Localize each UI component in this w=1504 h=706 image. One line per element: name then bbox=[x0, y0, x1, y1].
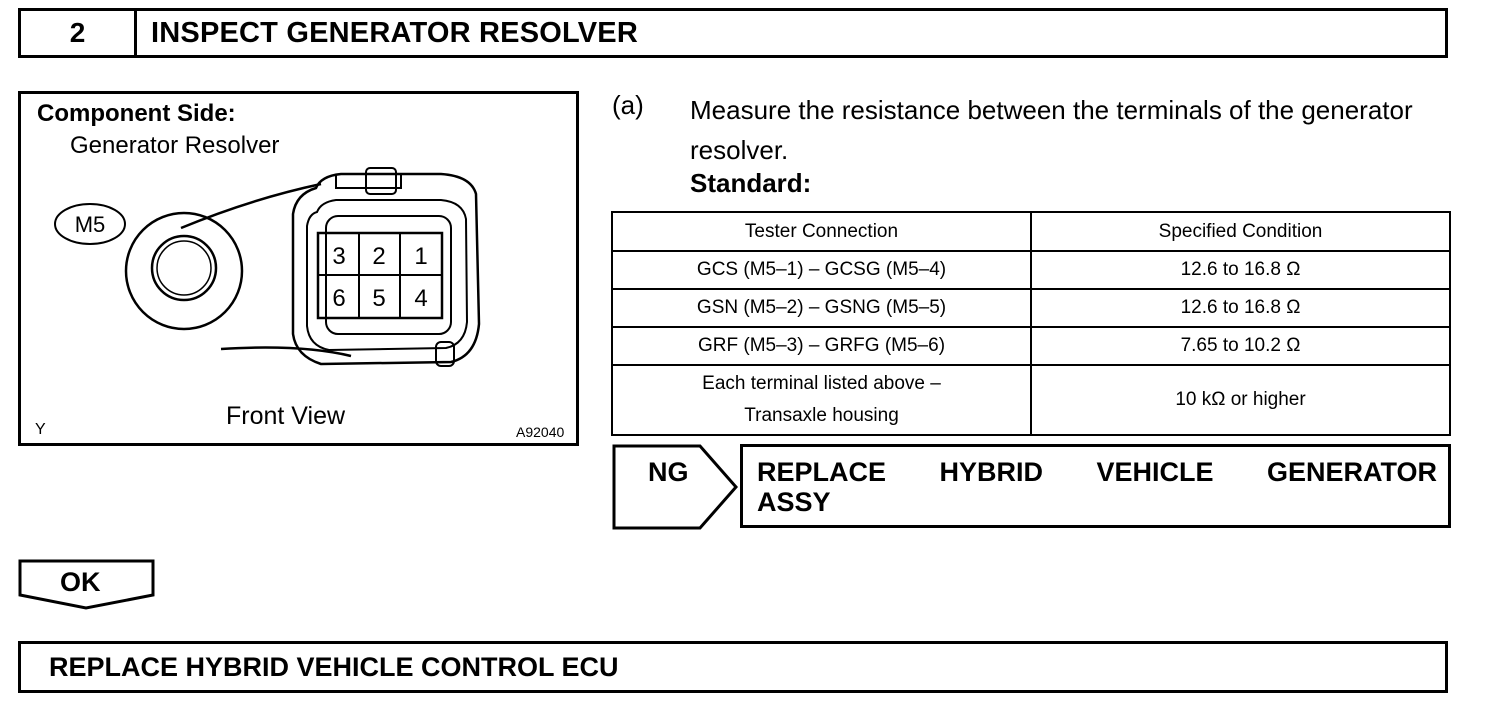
figure-subheading: Generator Resolver bbox=[70, 132, 280, 159]
generator-resolver-illustration: 3 2 1 6 5 4 M5 bbox=[54, 167, 481, 367]
standard-label: Standard: bbox=[690, 168, 812, 198]
pin-1: 1 bbox=[414, 243, 427, 270]
table-cell-condition: 7.65 to 10.2 Ω bbox=[1030, 326, 1451, 366]
connection-line-2: Transaxle housing bbox=[744, 405, 899, 426]
table-header: Tester Connection bbox=[610, 211, 1033, 252]
connector-latch bbox=[365, 167, 397, 195]
ng-action-text: REPLACE HYBRID VEHICLE GENERATOR ASSY bbox=[757, 457, 1437, 517]
table-cell-connection: GCS (M5–1) – GCSG (M5–4) bbox=[610, 250, 1033, 290]
ng-arrow-shape bbox=[612, 444, 738, 530]
figure-heading: Component Side: bbox=[37, 100, 236, 127]
ng-action-box: REPLACE HYBRID VEHICLE GENERATOR ASSY bbox=[740, 444, 1451, 528]
table-row: Each terminal listed above – Transaxle h… bbox=[610, 364, 1451, 436]
connector-tag: M5 bbox=[75, 212, 106, 237]
final-action-box: REPLACE HYBRID VEHICLE CONTROL ECU bbox=[18, 641, 1448, 693]
step-number: 2 bbox=[21, 11, 137, 55]
pin-5: 5 bbox=[372, 285, 385, 312]
table-cell-connection: GRF (M5–3) – GRFG (M5–6) bbox=[610, 326, 1033, 366]
table-header-row: Tester Connection Specified Condition bbox=[610, 211, 1451, 252]
table-cell-condition: 12.6 to 16.8 Ω bbox=[1030, 288, 1451, 328]
mounting-ear bbox=[124, 211, 244, 331]
mounting-hole bbox=[150, 234, 218, 302]
ok-arrow-shape bbox=[18, 559, 155, 610]
figure-corner-mark: Y bbox=[35, 421, 46, 438]
step-title: INSPECT GENERATOR RESOLVER bbox=[151, 16, 638, 49]
spec-table: Tester Connection Specified Condition GC… bbox=[610, 211, 1451, 436]
ng-label: NG bbox=[648, 457, 689, 487]
table-row: GSN (M5–2) – GSNG (M5–5) 12.6 to 16.8 Ω bbox=[610, 288, 1451, 328]
figure-caption: Front View bbox=[226, 402, 346, 430]
table-cell-condition: 10 kΩ or higher bbox=[1030, 364, 1451, 436]
table-cell-connection: Each terminal listed above – Transaxle h… bbox=[610, 364, 1033, 436]
pin-3: 3 bbox=[332, 243, 345, 270]
table-header: Specified Condition bbox=[1030, 211, 1451, 252]
connection-line-1: Each terminal listed above – bbox=[702, 373, 941, 394]
component-figure: 3 2 1 6 5 4 M5 Component Side: Generator… bbox=[18, 91, 579, 446]
table-row: GRF (M5–3) – GRFG (M5–6) 7.65 to 10.2 Ω bbox=[610, 326, 1451, 366]
procedure-text: Measure the resistance between the termi… bbox=[690, 95, 1413, 165]
connector-tag-outline bbox=[54, 203, 126, 245]
figure-code: A92040 bbox=[516, 424, 565, 440]
ok-label: OK bbox=[60, 567, 101, 597]
connector-housing bbox=[291, 172, 481, 366]
pin-4: 4 bbox=[414, 285, 427, 312]
procedure-label: (a) bbox=[612, 90, 644, 120]
table-cell-connection: GSN (M5–2) – GSNG (M5–5) bbox=[610, 288, 1033, 328]
table-cell-condition: 12.6 to 16.8 Ω bbox=[1030, 250, 1451, 290]
pin-2: 2 bbox=[372, 243, 385, 270]
step-header: 2 INSPECT GENERATOR RESOLVER bbox=[18, 8, 1448, 58]
pin-6: 6 bbox=[332, 285, 345, 312]
table-row: GCS (M5–1) – GCSG (M5–4) 12.6 to 16.8 Ω bbox=[610, 250, 1451, 290]
